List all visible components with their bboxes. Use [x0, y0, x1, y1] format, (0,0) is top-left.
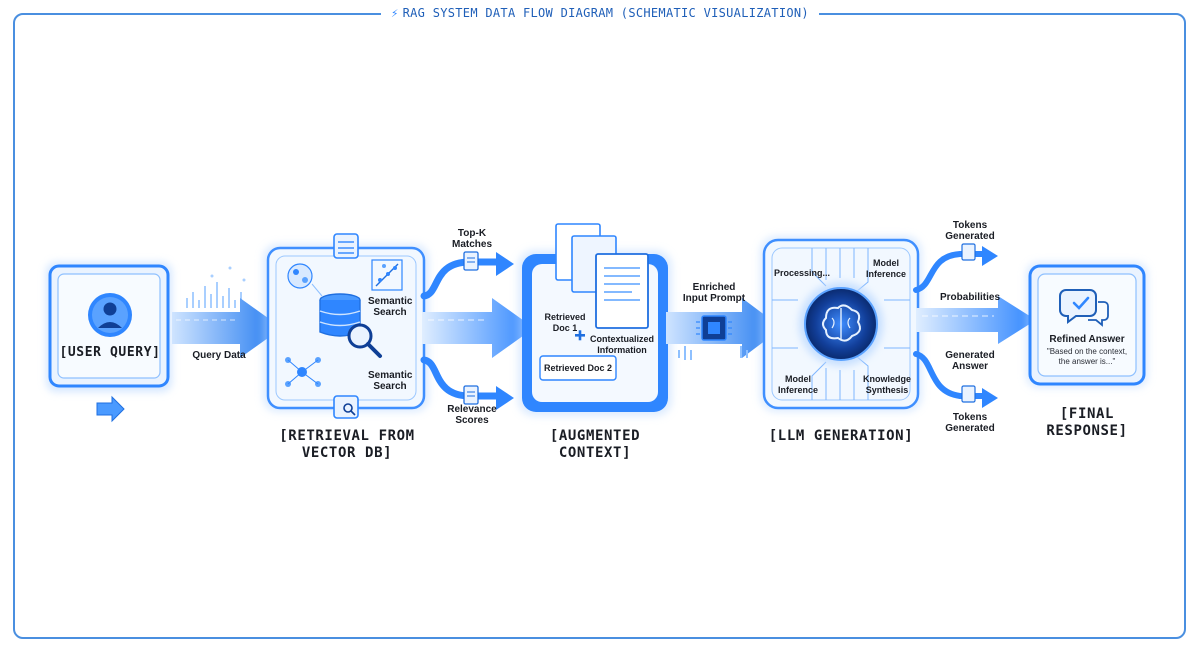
- semantic-search-label-top: Semantic Search: [368, 296, 413, 318]
- database-search-icon: [319, 293, 382, 358]
- retrieved-doc-1-label: Retrieved Doc 1: [544, 312, 586, 333]
- document-icon-relevance: [463, 385, 479, 405]
- enriched-prompt-label: Enriched Input Prompt: [682, 282, 746, 304]
- user-query-stage: [46, 262, 172, 423]
- diagram-title: ⚡RAG SYSTEM DATA FLOW DIAGRAM (SCHEMATIC…: [381, 6, 819, 20]
- document-icon-tokens-bottom: [961, 385, 976, 403]
- query-data-flow: [172, 266, 282, 358]
- title-bar: ⚡RAG SYSTEM DATA FLOW DIAGRAM (SCHEMATIC…: [0, 4, 1200, 22]
- document-icon-topk: [463, 251, 479, 271]
- scatter-plot-icon: [371, 259, 403, 291]
- refined-answer-quote: "Based on the context, the answer is...": [1046, 347, 1128, 366]
- model-inference-label-bottom: Model Inference: [777, 374, 819, 395]
- chat-check-icon: [1059, 289, 1109, 327]
- small-arrow-icon: [96, 395, 125, 423]
- knowledge-synthesis-label: Knowledge Synthesis: [862, 374, 911, 395]
- brain-icon: [799, 282, 883, 366]
- top-k-label: Top-K Matches: [451, 228, 492, 250]
- network-graph-icon: [285, 357, 321, 387]
- chip-icon: [696, 315, 732, 341]
- query-data-label: Query Data: [192, 350, 246, 361]
- user-icon: [88, 293, 132, 337]
- tokens-generated-label-bottom: Tokens Generated: [945, 412, 995, 434]
- semantic-search-label-bottom: Semantic Search: [368, 370, 413, 392]
- document-icon-doc2: [539, 355, 617, 381]
- enriched-prompt-flow: [666, 298, 782, 360]
- tokens-generated-label-top: Tokens Generated: [945, 220, 995, 242]
- contextualized-label: Contextualized Information: [590, 334, 655, 355]
- database-search-icon-bottom: [333, 395, 359, 419]
- processing-label: Processing...: [774, 268, 831, 278]
- relevance-scores-label: Relevance Scores: [447, 404, 497, 426]
- llm-generation-stage: [760, 236, 922, 412]
- probabilities-label: Probabilities: [939, 292, 1000, 303]
- retrieval-title: [RETRIEVAL FROM VECTOR DB]: [279, 428, 415, 461]
- plus-icon: [575, 330, 585, 341]
- user-query-title: [USER QUERY]: [59, 345, 161, 360]
- document-icon-tokens-top: [961, 243, 976, 261]
- generation-to-response-flow: [913, 243, 1036, 408]
- lightning-icon: ⚡: [391, 6, 399, 20]
- document-stack-icon: [555, 223, 649, 329]
- model-inference-label-top: Model Inference: [865, 258, 907, 279]
- augmented-context-stage: [518, 223, 672, 416]
- retrieval-to-context-flow: [420, 251, 534, 410]
- database-icon-top: [333, 233, 359, 259]
- llm-title: [LLM GENERATION]: [768, 428, 914, 444]
- final-response-stage: [1026, 262, 1148, 388]
- retrieval-stage: [263, 233, 429, 419]
- retrieved-doc-2-label: Retrieved Doc 2: [543, 363, 613, 373]
- final-response-title: [FINAL RESPONSE]: [1046, 406, 1128, 439]
- vector-cluster-icon: [287, 263, 323, 297]
- generated-answer-label: Generated Answer: [945, 350, 995, 372]
- augmented-title: [AUGMENTED CONTEXT]: [549, 428, 641, 461]
- refined-answer-label: Refined Answer: [1049, 334, 1125, 345]
